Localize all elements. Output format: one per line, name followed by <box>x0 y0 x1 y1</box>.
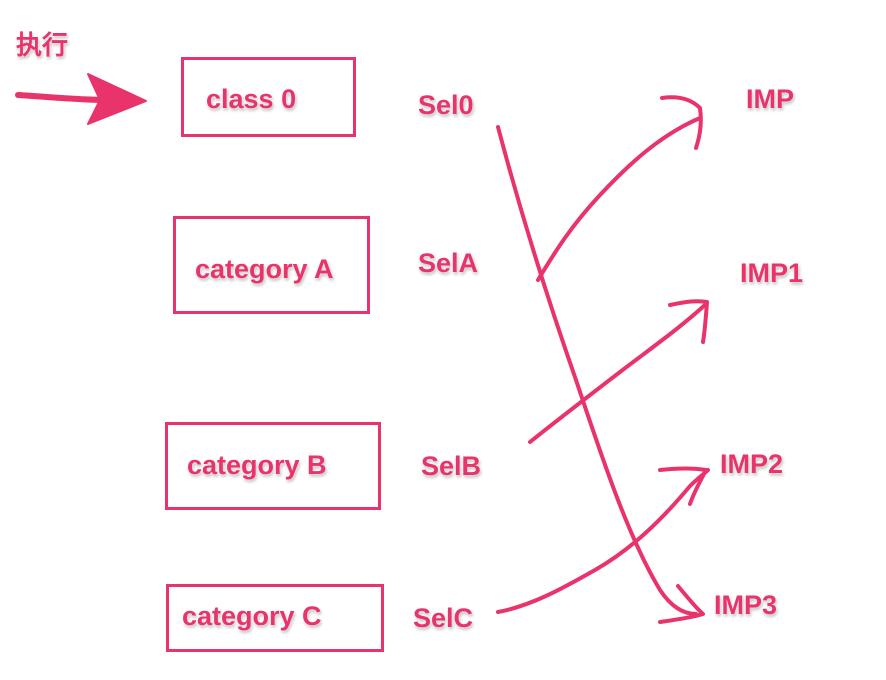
class-label-category-c: category C <box>182 601 322 631</box>
implementation-imp: IMP <box>746 84 795 114</box>
implementation-imp2: IMP2 <box>720 449 784 479</box>
class-box-class-0 <box>181 57 356 137</box>
class-box-category-c <box>166 584 384 652</box>
implementation-imp3: IMP3 <box>714 590 778 620</box>
arrow-selc-to-imp2 <box>496 468 710 614</box>
selector-sela: SelA <box>418 248 479 278</box>
class-label-category-b: category B <box>187 450 327 480</box>
execute-label: 执行 <box>16 30 69 60</box>
arrow-selb-to-imp1 <box>528 302 708 444</box>
execute-arrow-head <box>87 73 147 125</box>
arrow-sel0-to-imp3 <box>496 125 698 616</box>
execute-arrow <box>15 92 111 103</box>
implementation-imp1: IMP1 <box>740 258 804 288</box>
arrow-selb-to-imp1-head <box>668 299 709 344</box>
arrow-sel0-to-imp3-head <box>658 584 705 624</box>
class-box-category-a <box>173 216 370 314</box>
selector-selc: SelC <box>413 603 474 633</box>
class-label-class-0: class 0 <box>206 84 297 114</box>
arrow-sela-to-imp-head <box>660 95 703 150</box>
class-box-category-b <box>165 422 381 510</box>
selector-selb: SelB <box>421 451 482 481</box>
selector-sel0: Sel0 <box>418 90 474 120</box>
arrow-selc-to-imp2-head <box>658 466 708 506</box>
arrow-sela-to-imp <box>536 116 702 282</box>
class-label-category-a: category A <box>195 254 334 284</box>
